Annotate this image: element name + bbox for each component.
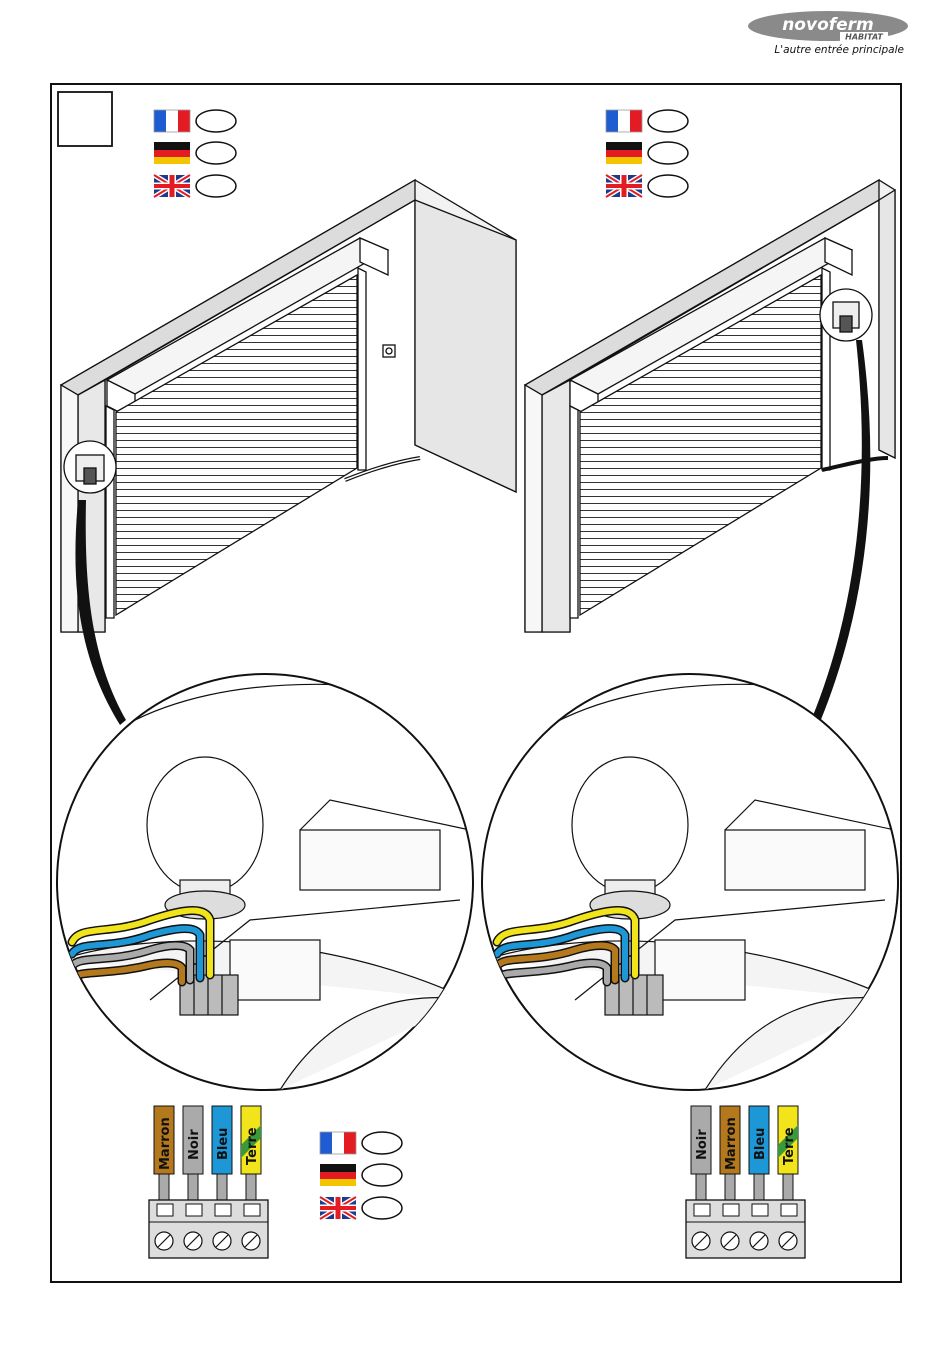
- wire-label: Noir: [695, 1129, 710, 1160]
- fr-flag-icon: [606, 110, 642, 132]
- terminal-diagram-left: Marron Noir Bleu Terre: [149, 1106, 268, 1258]
- wire-terre: Terre: [778, 1106, 798, 1200]
- fr-flag-icon: [320, 1132, 356, 1154]
- language-flags-bottom: [320, 1132, 402, 1219]
- wire-marron: Marron: [154, 1106, 174, 1200]
- terminal-diagram-right: Noir Marron Bleu Terre: [686, 1106, 805, 1258]
- language-flags-top-right: [606, 110, 688, 197]
- garage-door-right: [525, 180, 895, 632]
- wire-noir: Noir: [691, 1106, 711, 1200]
- wire-marron: Marron: [720, 1106, 740, 1200]
- wiring-detail-right: [482, 674, 898, 1090]
- wiring-detail-left: [57, 674, 473, 1090]
- wire-label: Marron: [158, 1117, 173, 1170]
- wire-label: Marron: [724, 1117, 739, 1170]
- wire-label: Noir: [187, 1129, 202, 1160]
- de-flag-icon: [606, 142, 642, 164]
- gb-flag-icon: [154, 175, 190, 197]
- gb-flag-icon: [606, 175, 642, 197]
- wire-label: Bleu: [216, 1128, 231, 1160]
- wire-noir: Noir: [183, 1106, 203, 1200]
- step-number-box: [58, 92, 112, 146]
- de-flag-icon: [320, 1164, 356, 1186]
- wire-label: Bleu: [753, 1128, 768, 1160]
- wire-bleu: Bleu: [749, 1106, 769, 1200]
- wire-label: Terre: [245, 1127, 260, 1165]
- language-flags-top-left: [154, 110, 236, 197]
- wire-terre: Terre: [241, 1106, 261, 1200]
- garage-door-left: [61, 180, 516, 632]
- fr-flag-icon: [154, 110, 190, 132]
- wire-bleu: Bleu: [212, 1106, 232, 1200]
- gb-flag-icon: [320, 1197, 356, 1219]
- wire-label: Terre: [782, 1127, 797, 1165]
- de-flag-icon: [154, 142, 190, 164]
